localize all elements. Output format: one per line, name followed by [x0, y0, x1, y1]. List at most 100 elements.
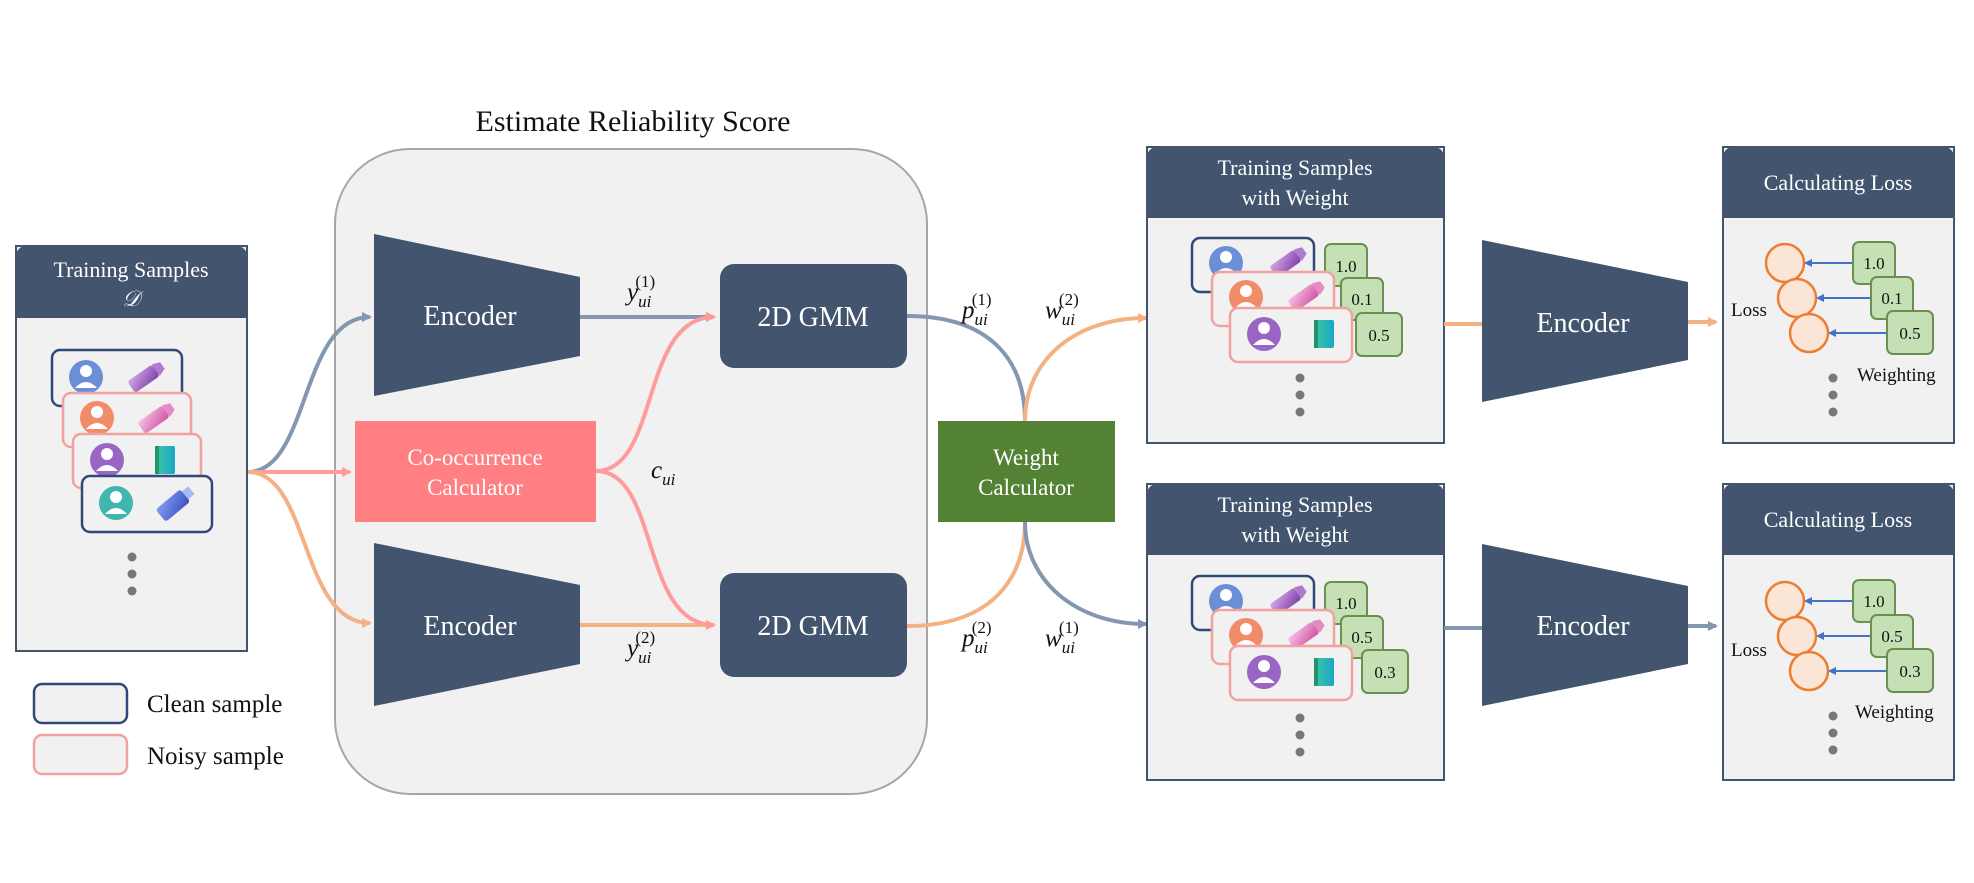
- encoder-top-label: Encoder: [423, 301, 517, 332]
- loss-circles: [1764, 242, 1830, 354]
- loss-circles: [1764, 580, 1830, 692]
- branch-encoder-bottom: [1482, 544, 1688, 706]
- loss-weight: 1.0: [1863, 254, 1884, 273]
- loss-weight-box: [1886, 648, 1934, 693]
- weighted-sample-card: [1228, 644, 1354, 702]
- book-icon: [1314, 320, 1334, 348]
- label-y1: yui(1): [624, 272, 655, 311]
- weight-tag: 0.5: [1368, 326, 1389, 345]
- weight-calculator: [938, 421, 1115, 522]
- loss-weight: 1.0: [1863, 592, 1884, 611]
- loss-label: Loss: [1731, 640, 1767, 661]
- user-avatar-teal-icon: [99, 486, 133, 520]
- book-icon: [1314, 658, 1334, 686]
- lipstick-icon: [1270, 585, 1307, 615]
- label-c: cui: [651, 457, 676, 489]
- arrow-cooccurrence-to-gmm-top: [595, 312, 716, 473]
- lipstick-icon: [1288, 619, 1325, 649]
- legend-noisy-swatch: [32, 733, 129, 776]
- loss-weight: 0.1: [1881, 289, 1902, 308]
- weight-tag: 1.0: [1335, 257, 1356, 276]
- weight-tag-box: [1361, 649, 1409, 694]
- encoder-bottom: [374, 543, 580, 706]
- weight-tag: 0.3: [1374, 663, 1395, 682]
- lipstick-icon: [128, 362, 165, 392]
- loss-weight-box: [1886, 310, 1934, 355]
- weighting-label: Weighting: [1857, 365, 1936, 386]
- arrow-weight-to-samples-bottom: [1023, 521, 1148, 629]
- book-icon: [155, 446, 175, 474]
- label-w2: wui(2): [1045, 290, 1079, 329]
- user-avatar-orange-icon: [1229, 618, 1263, 652]
- user-avatar-purple-icon: [1247, 655, 1281, 689]
- arrow-to-encoder-top: [247, 312, 372, 474]
- loss-title: Calculating Loss: [1764, 170, 1912, 195]
- weight-tag: 0.5: [1351, 628, 1372, 647]
- lipstick-icon: [1270, 247, 1307, 277]
- loss-label: Loss: [1731, 300, 1767, 321]
- loss-circle: [1764, 580, 1806, 622]
- sample-card: [71, 432, 203, 490]
- loss-circle: [1764, 242, 1806, 284]
- weighted-samples-title-2: with Weight: [1241, 522, 1348, 547]
- training-samples-title: Training Samples: [53, 257, 208, 282]
- more-dots-icon: [1828, 711, 1838, 755]
- dataset-symbol: 𝒟: [122, 286, 144, 311]
- branch-encoder-bottom-label: Encoder: [1536, 611, 1630, 642]
- loss-weight: 0.5: [1881, 627, 1902, 646]
- loss-panel-bottom: Calculating Loss: [1722, 483, 1955, 781]
- weighted-sample-card: [1228, 306, 1354, 364]
- arrow-gmm-bottom-to-weight: [906, 521, 1027, 628]
- loss-circle: [1776, 615, 1818, 657]
- branch-encoder-top-label: Encoder: [1536, 308, 1630, 339]
- weight-calc-label-2: Calculator: [978, 475, 1074, 500]
- arrow-gmm-top-to-weight: [906, 314, 1027, 422]
- legend-clean-swatch: [32, 682, 129, 725]
- label-y2: yui(2): [624, 628, 655, 667]
- gmm-bottom-label: 2D GMM: [757, 611, 868, 642]
- more-dots-icon: [127, 552, 137, 596]
- user-avatar-orange-icon: [80, 401, 114, 435]
- gmm-bottom: [720, 573, 907, 677]
- user-avatar-purple-icon: [1247, 317, 1281, 351]
- lipstick-icon: [138, 403, 175, 433]
- usb-drive-icon: [156, 486, 195, 521]
- more-dots-icon: [1295, 373, 1305, 417]
- more-dots-icon: [1828, 373, 1838, 417]
- section-title: Estimate Reliability Score: [476, 105, 791, 138]
- weighted-samples-title-1: Training Samples: [1217, 492, 1372, 517]
- arrow-cooccurrence-to-gmm-bottom: [595, 469, 716, 630]
- encoder-bottom-label: Encoder: [423, 611, 517, 642]
- loss-weight: 0.3: [1899, 662, 1920, 681]
- weight-tag: 1.0: [1335, 594, 1356, 613]
- label-w1: wui(1): [1045, 618, 1079, 657]
- label-p2: pui(2): [960, 618, 992, 657]
- sample-card: [80, 474, 214, 534]
- branch-encoder-top: [1482, 240, 1688, 402]
- weight-tag: 0.1: [1351, 290, 1372, 309]
- weighting-label: Weighting: [1855, 702, 1934, 723]
- label-p1: pui(1): [960, 290, 992, 329]
- more-dots-icon: [1295, 713, 1305, 757]
- cooccurrence-calculator: [355, 421, 596, 522]
- loss-title: Calculating Loss: [1764, 507, 1912, 532]
- legend-noisy-label: Noisy sample: [147, 743, 284, 770]
- loss-weight: 0.5: [1899, 324, 1920, 343]
- cooccurrence-label-2: Calculator: [427, 475, 523, 500]
- loss-circle: [1788, 650, 1830, 692]
- user-avatar-blue-icon: [69, 360, 103, 394]
- weight-tag-box: [1355, 312, 1403, 357]
- user-avatar-purple-icon: [90, 443, 124, 477]
- encoder-top: [374, 234, 580, 396]
- weighted-samples-title-1: Training Samples: [1217, 155, 1372, 180]
- user-avatar-orange-icon: [1229, 280, 1263, 314]
- arrow-weight-to-samples-top: [1023, 313, 1148, 422]
- legend: Clean sample Noisy sample: [32, 682, 284, 776]
- loss-circle: [1788, 312, 1830, 354]
- legend-clean-label: Clean sample: [147, 691, 282, 718]
- lipstick-icon: [1288, 281, 1325, 311]
- cooccurrence-label-1: Co-occurrence: [407, 445, 542, 470]
- weighted-samples-title-2: with Weight: [1241, 185, 1348, 210]
- weight-calc-label-1: Weight: [993, 445, 1059, 470]
